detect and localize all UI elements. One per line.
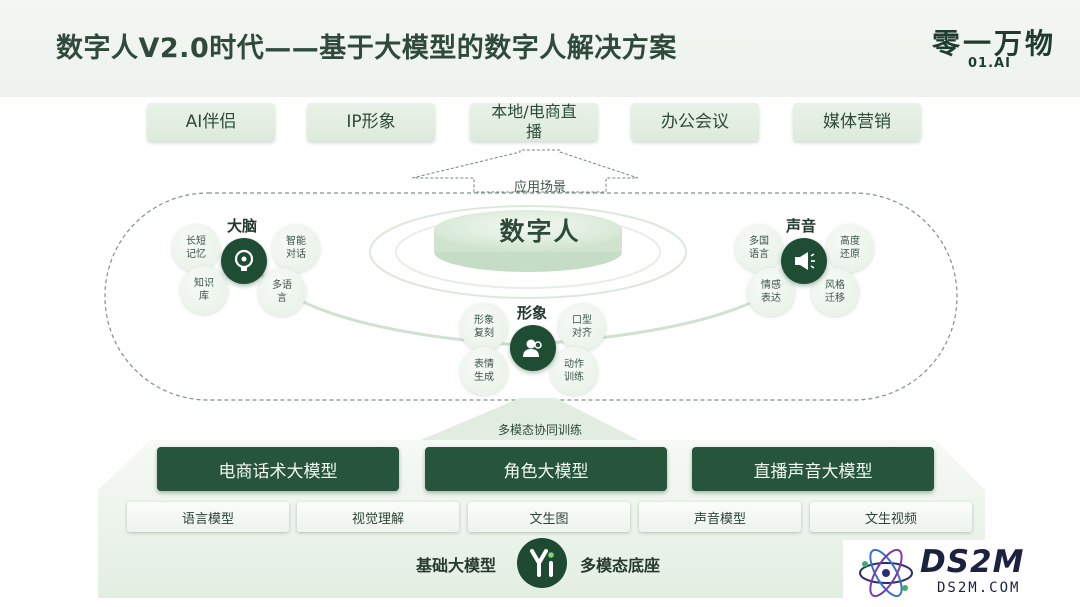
role-model: 角色大模型 [425,447,667,491]
text-to-image: 文生图 [468,502,630,532]
logo-chinese: 零一万物 [932,27,1057,60]
scenario-media-marketing: 媒体营销 [793,103,921,141]
brain-bubble-dialogue: 智能 对话 [272,224,320,272]
multimodal-training-label: 多模态协同训练 [497,423,582,437]
yi-logo-icon [530,549,554,577]
brain-bubble-memory: 长短 记忆 [172,224,220,272]
voice-bubble-languages: 多国 语言 [735,224,783,272]
image-hub [510,325,556,371]
language-model: 语言模型 [127,502,289,532]
watermark-url: DS2M.COM [937,580,1021,596]
scenario-section-label: 应用场景 [513,180,566,195]
multimodal-base-label: 多模态底座 [580,556,661,575]
image-bubble-motion: 动作 训练 [550,347,598,395]
yi-logo [517,538,567,588]
user-group-icon [523,339,542,357]
voice-title: 声音 [786,217,817,235]
watermark-title: DS2M [920,544,1025,580]
voice-model: 声音模型 [639,502,801,532]
image-bubble-expression: 表情 生成 [460,347,508,395]
live-voice-model: 直播声音大模型 [692,447,934,491]
brain-bubble-knowledge: 知识 库 [180,266,228,314]
digital-human-label: 数字人 [499,217,581,246]
image-bubble-lipsync: 口型 对齐 [558,303,606,351]
scenario-ip-image: IP形象 [307,103,435,141]
brain-hub [221,238,267,284]
megaphone-icon [795,252,815,270]
page-title: 数字人V2.0时代——基于大模型的数字人解决方案 [56,33,677,64]
brain-bubble-multilingual: 多语 言 [258,268,306,316]
voice-hub [781,238,827,284]
header-band [0,0,1080,97]
lightbulb-head-icon [234,249,254,271]
vision-understanding: 视觉理解 [297,502,459,532]
training-arrow [416,398,642,442]
image-bubble-replicate: 形象 复刻 [460,303,508,351]
center-ring-outer [369,205,687,299]
app-layer-frame [104,192,958,401]
scenario-office-meeting: 办公会议 [631,103,759,141]
ecommerce-script-model: 电商话术大模型 [157,447,399,491]
foundation-model-label: 基础大模型 [416,556,497,575]
scenario-ai-companion: AI伴侣 [147,103,275,141]
image-title: 形象 [517,304,548,322]
logo-english: 01.AI [968,56,1011,71]
atom-icon [859,548,913,598]
voice-bubble-fidelity: 高度 还原 [826,224,874,272]
center-disk-top [434,210,622,250]
scenario-arrow [411,149,639,193]
text-to-video: 文生视频 [810,502,972,532]
brain-title: 大脑 [227,217,258,235]
watermark-box [843,540,1080,607]
scenario-live-ecommerce: 本地/电商直 播 [470,102,598,141]
